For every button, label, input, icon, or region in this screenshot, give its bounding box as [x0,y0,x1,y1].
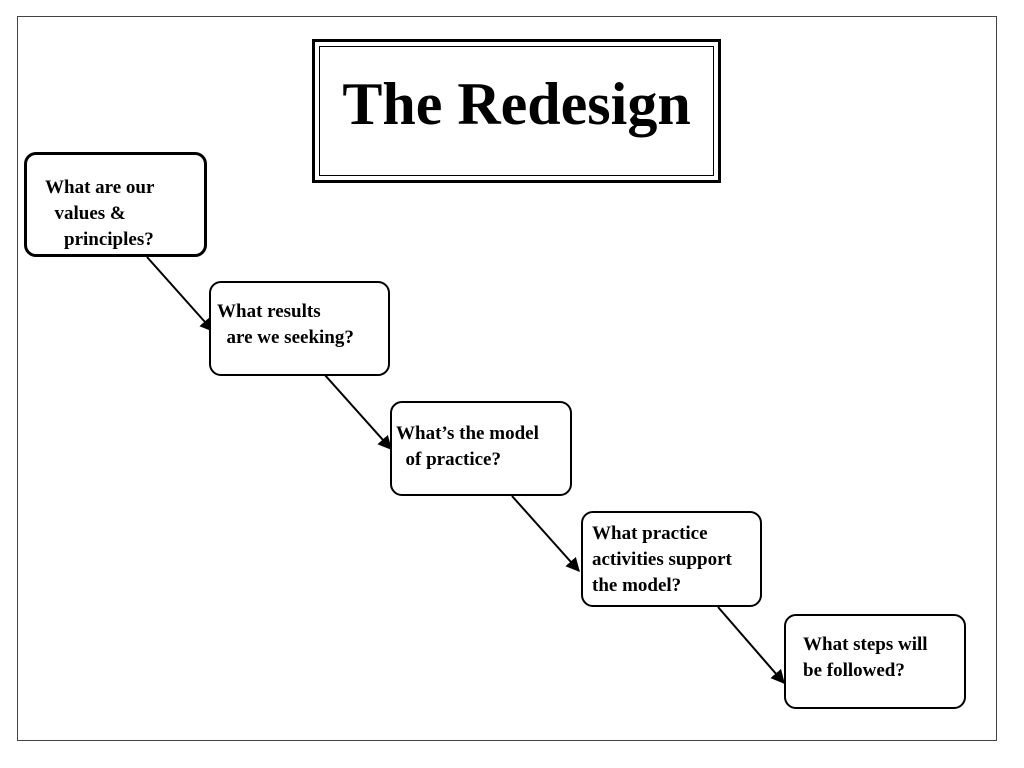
step-text-line: What results [217,301,321,322]
page-title: The Redesign [342,71,691,137]
step-text-line: principles? [45,229,154,250]
step-box-steps-followed: What steps will be followed? [784,614,966,709]
title-frame-inner-border [319,46,714,176]
step-box-practice-activities: What practice activities support the mod… [581,511,762,607]
step-text-line: are we seeking? [217,327,354,348]
step-text-line: What steps will [803,634,928,655]
step-box-values-principles: What are our values & principles? [24,152,207,257]
title-frame: The Redesign [312,39,721,183]
step-text-line: What practice [592,523,708,544]
step-text-line: the model? [592,575,682,596]
step-text-line: be followed? [803,660,905,681]
step-text-line: What are our [45,177,155,198]
step-text-line: values & [45,203,126,224]
step-text-line: activities support [592,549,732,570]
step-box-results: What results are we seeking? [209,281,390,376]
step-text-line: What’s the model [396,423,539,444]
step-text-line: of practice? [396,449,501,470]
step-box-model-of-practice: What’s the model of practice? [390,401,572,496]
